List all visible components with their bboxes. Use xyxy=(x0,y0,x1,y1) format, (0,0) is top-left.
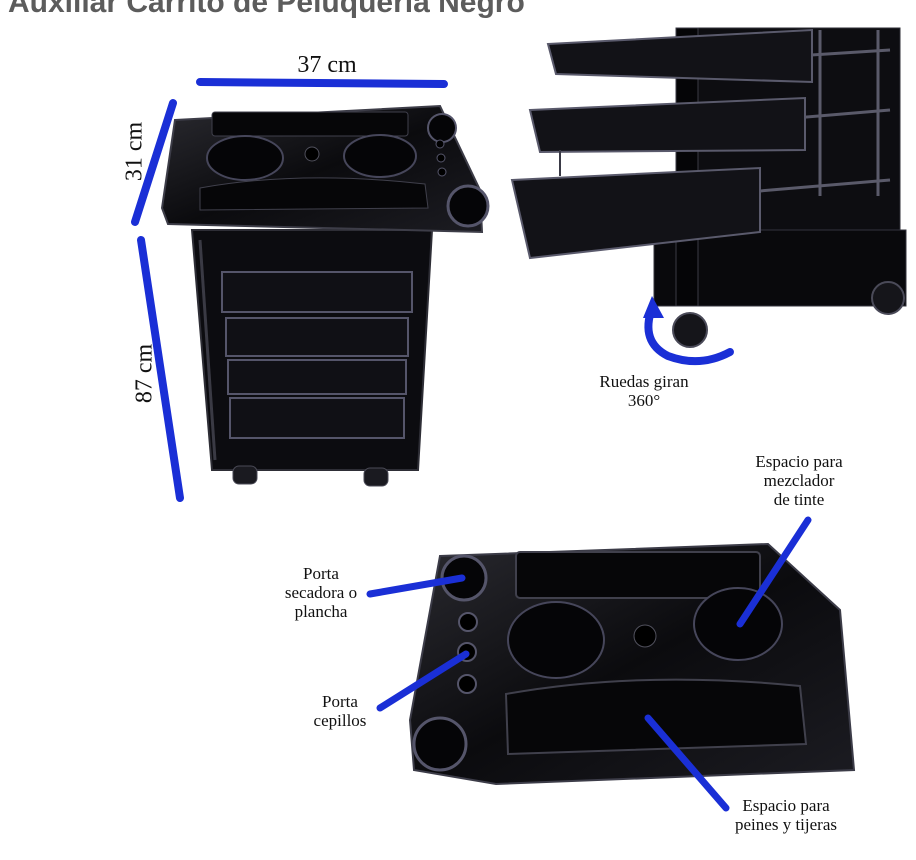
height-label: 87 cm xyxy=(131,343,158,404)
open-drawers xyxy=(510,28,813,260)
tray-top-view xyxy=(408,542,856,786)
dye-mixer-callout: Espacio para mezclador de tinte xyxy=(755,452,843,509)
page-title: Auxiliar Carrito de Peluquería Negro xyxy=(8,0,525,19)
rotation-arrow xyxy=(643,296,734,366)
width-label: 37 cm xyxy=(297,52,357,78)
cart-drawers xyxy=(221,271,413,439)
brush-holder-callout: Porta cepillos xyxy=(313,692,367,730)
dimension-lines xyxy=(131,78,448,502)
callout-pointers xyxy=(366,516,812,812)
combs-space-callout: Espacio para peines y tijeras xyxy=(735,796,837,834)
cart-front-view xyxy=(160,104,490,487)
wheels-callout: Ruedas giran 360° xyxy=(599,372,689,410)
dryer-holder-callout: Porta secadora o plancha xyxy=(284,564,358,621)
cart-side-view xyxy=(510,27,907,366)
depth-label: 31 cm xyxy=(121,121,148,182)
cart-wheels xyxy=(232,465,389,487)
